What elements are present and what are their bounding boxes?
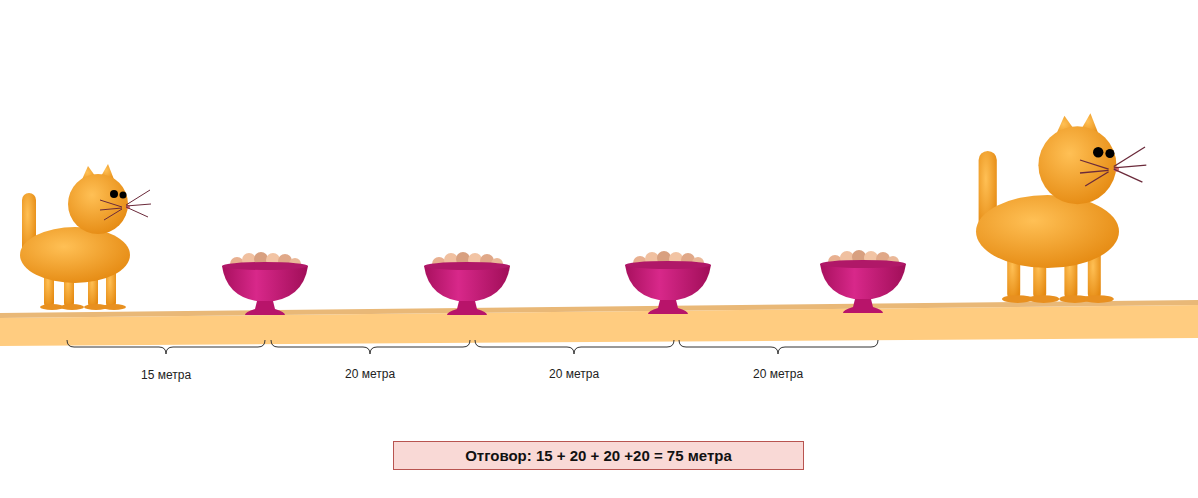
answer-box: Отговор: 15 + 20 + 20 +20 = 75 метра — [393, 441, 804, 470]
food-bowl — [625, 251, 711, 314]
food-bowl — [222, 252, 308, 315]
answer-text: Отговор: 15 + 20 + 20 +20 = 75 метра — [465, 447, 732, 464]
dimension-label: 20 метра — [345, 367, 395, 381]
food-bowl — [820, 250, 906, 313]
dimension-brackets — [67, 340, 878, 354]
dimension-label: 15 метра — [141, 368, 191, 382]
food-bowl — [424, 252, 510, 315]
dimension-label: 20 метра — [753, 367, 803, 381]
small-cat — [20, 164, 151, 310]
dimension-label: 20 метра — [549, 367, 599, 381]
big-cat — [976, 113, 1146, 303]
